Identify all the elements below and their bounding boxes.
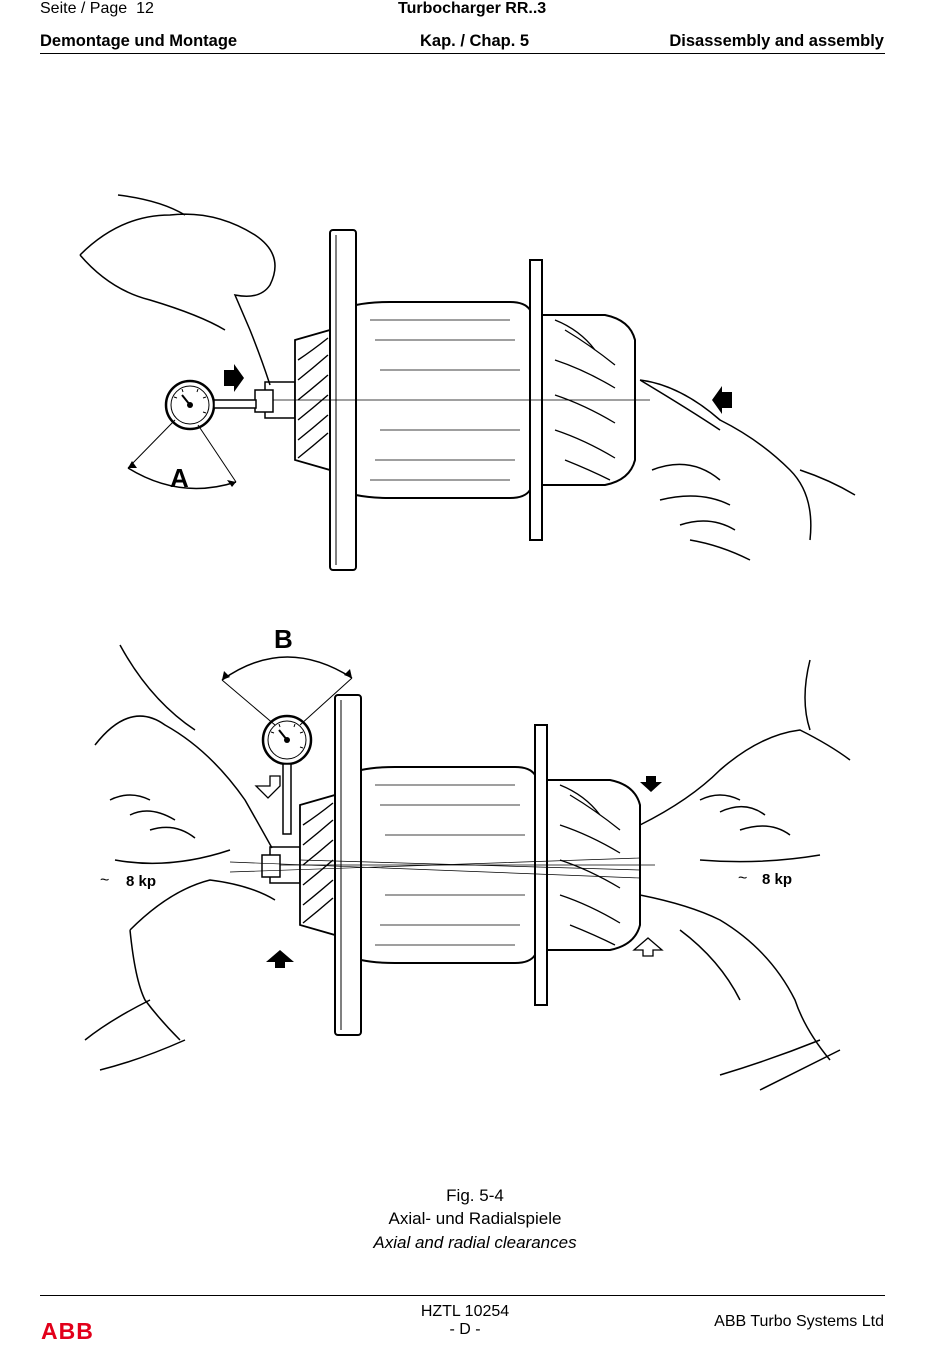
lower-dial-gauge xyxy=(261,714,313,766)
page-label: Seite / Page xyxy=(40,0,128,17)
force-right-tilde: ~ xyxy=(738,870,747,887)
force-label-right: 8 kp xyxy=(762,871,792,888)
arc-a xyxy=(127,467,237,490)
upper-rotor xyxy=(259,229,651,571)
header-rule xyxy=(40,53,885,54)
radial-lines xyxy=(229,857,641,879)
footer-rule xyxy=(40,1295,885,1296)
force-label-left: 8 kp xyxy=(126,873,156,890)
upper-arrow-right xyxy=(712,386,732,414)
arc-b xyxy=(221,656,353,681)
lower-right-hand-bottom xyxy=(639,894,841,1091)
label-b: B xyxy=(274,624,293,654)
right-arrow-down-solid xyxy=(640,776,662,792)
lower-arrow-up-solid xyxy=(266,950,294,968)
lower-left-hand-bottom xyxy=(84,879,276,1071)
upper-arrow-left xyxy=(224,364,244,392)
section-title-de: Demontage und Montage xyxy=(40,32,238,50)
lower-gauge-stem xyxy=(282,763,292,835)
footer-doc-number: HZTL 10254 xyxy=(420,1303,510,1320)
lower-arrow-down-open xyxy=(254,775,281,799)
lower-left-hand-top xyxy=(94,644,273,865)
page-number: 12 xyxy=(136,0,154,17)
upper-shaft-nut xyxy=(254,389,274,413)
turbocharger-clearance-figure: A B ~ 8 kp ~ 8 kp xyxy=(79,194,856,1091)
lower-assembly: B ~ 8 kp ~ 8 kp xyxy=(84,624,851,1091)
upper-left-hand xyxy=(79,194,276,386)
right-arrow-up-open xyxy=(632,937,664,957)
upper-assembly: A xyxy=(79,194,856,571)
abb-logo: ABB xyxy=(41,1318,94,1344)
footer-company: ABB Turbo Systems Ltd xyxy=(714,1313,884,1330)
page-indicator: Seite / Page 12 xyxy=(40,0,154,18)
footer-language: - D - xyxy=(449,1321,481,1338)
figure-caption-en: Axial and radial clearances xyxy=(373,1233,577,1252)
section-title-en: Disassembly and assembly xyxy=(669,32,884,50)
lower-shaft-nut xyxy=(261,854,281,878)
upper-right-hand xyxy=(639,379,856,561)
label-a: A xyxy=(170,463,189,493)
chapter-label: Kap. / Chap. 5 xyxy=(420,32,530,50)
upper-gauge-stem xyxy=(213,399,257,409)
document-title: Turbocharger RR..3 xyxy=(398,0,547,17)
lower-right-hand-top xyxy=(639,659,851,863)
figure-caption-de: Axial- und Radialspiele xyxy=(388,1209,562,1228)
force-left-tilde: ~ xyxy=(100,872,109,889)
figure-number: Fig. 5-4 xyxy=(446,1186,504,1205)
